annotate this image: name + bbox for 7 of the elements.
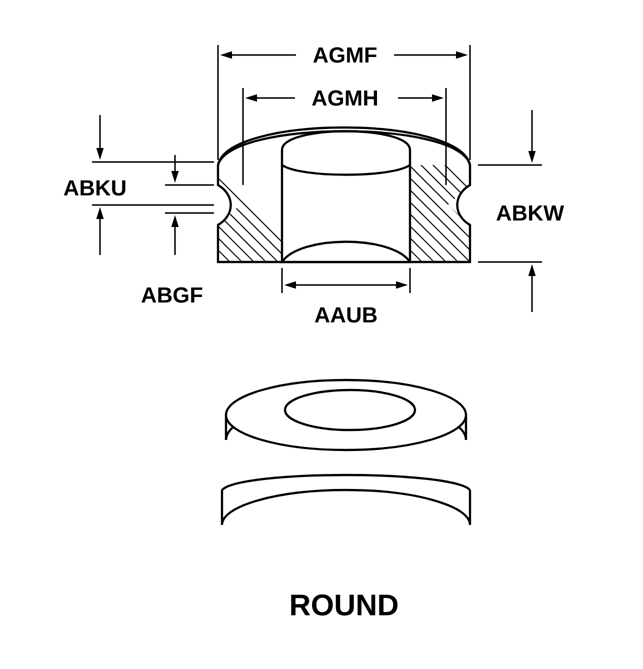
dimension-label: ABGF xyxy=(140,286,204,304)
caption: ROUND xyxy=(291,594,398,616)
dimension-label: AAUB xyxy=(313,306,379,324)
dimension-label: AGMH xyxy=(310,89,380,107)
dimension-label: AGMF xyxy=(312,46,378,64)
dimension-label: ABKU xyxy=(62,179,128,197)
dimension-label: ABKW xyxy=(494,204,566,222)
